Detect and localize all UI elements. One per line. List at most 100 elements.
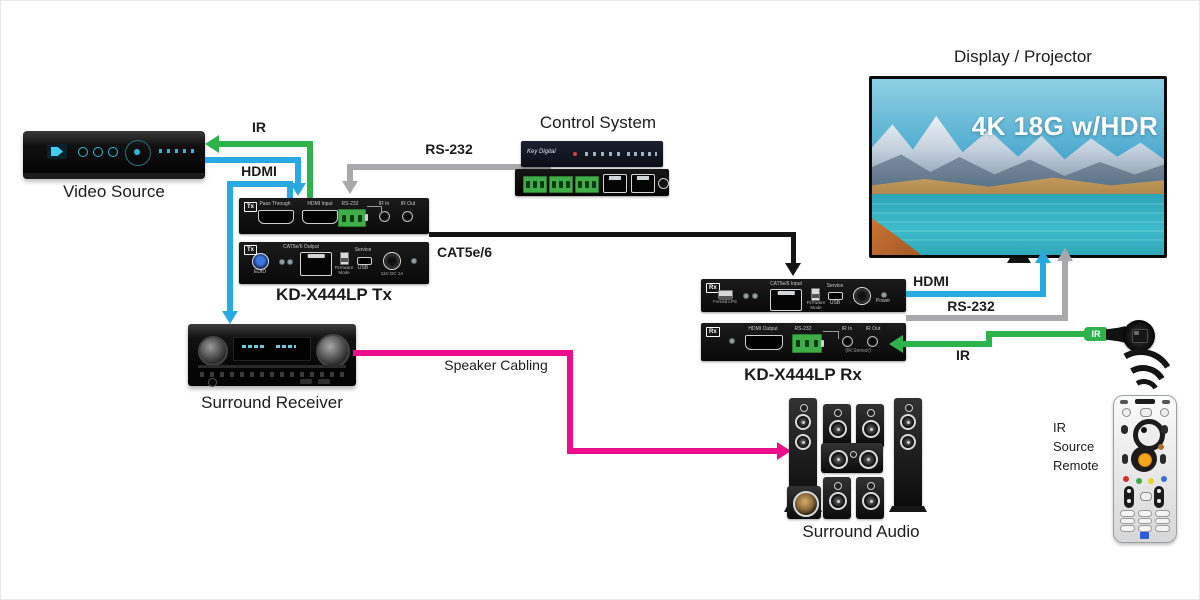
speaker-cable bbox=[353, 350, 573, 356]
ir-remote-device bbox=[1113, 395, 1177, 543]
ir-rx-label: IR bbox=[956, 347, 970, 363]
rx-top-panel: Rx Forced LPS CAT5e/6 Input Firmware Mod… bbox=[701, 279, 906, 312]
video-source-device bbox=[23, 131, 205, 179]
hdmi-passthrough-cable bbox=[287, 187, 293, 198]
display-screen: 4K 18G w/HDR bbox=[872, 79, 1164, 255]
rx-hdmi-output-label: HDMI Output bbox=[748, 326, 778, 332]
tx-edid-dial bbox=[252, 253, 269, 270]
remote-channel-rocker bbox=[1154, 486, 1164, 508]
tx-cat-output-port bbox=[300, 252, 332, 276]
ir-cable-arrow bbox=[205, 135, 219, 153]
tx-ir-out-jack bbox=[402, 211, 413, 222]
rx-bottom-panel: Rx HDMI Output RS-232 IR In IR Out (IR S… bbox=[701, 323, 906, 361]
video-source-logo bbox=[47, 144, 67, 159]
tx-service-label: Service bbox=[354, 247, 372, 253]
control-system-front: Key Digital bbox=[521, 141, 663, 167]
rx-cat-input-port bbox=[770, 289, 802, 311]
rx-firmware-switch bbox=[811, 288, 820, 301]
tx-top-panel: Tx Pass Through HDMI Input RS-232 IR In … bbox=[239, 198, 429, 234]
hdmi-display-label: HDMI bbox=[913, 273, 949, 289]
display-stand bbox=[1007, 257, 1031, 263]
rx-ir-in-jack bbox=[842, 336, 853, 347]
cat-cable-label: CAT5e/6 bbox=[437, 244, 492, 260]
rs232-cable-label: RS-232 bbox=[425, 141, 473, 157]
control-system-title: Control System bbox=[539, 113, 657, 132]
rx-usb-port bbox=[828, 292, 843, 300]
ir-emitter-eye bbox=[1123, 320, 1155, 352]
rx-ir-out-jack bbox=[867, 336, 878, 347]
rx-lps-switch bbox=[718, 290, 733, 300]
rx-usb-label: USB bbox=[829, 300, 841, 306]
hdmi-cable-label: HDMI bbox=[241, 163, 277, 179]
rs232-cable-control bbox=[347, 164, 551, 170]
rx-power-label: Power bbox=[875, 298, 891, 304]
display-overlay-text: 4K 18G w/HDR bbox=[971, 111, 1159, 141]
hdmi-cable-display bbox=[906, 291, 1046, 297]
speaker-bookshelf-top-left bbox=[823, 404, 851, 448]
surround-audio-label: Surround Audio bbox=[802, 522, 920, 541]
tx-power-jack bbox=[383, 252, 401, 270]
speaker-bookshelf-bottom-right bbox=[856, 477, 884, 519]
tx-edid-label: EDID bbox=[254, 269, 266, 275]
tx-ir-out-label: IR Out bbox=[400, 201, 416, 207]
rx-rs232-terminal bbox=[792, 334, 822, 353]
display-title: Display / Projector bbox=[954, 47, 1092, 66]
rx-power-jack bbox=[853, 287, 871, 305]
ir-cable-rx bbox=[986, 331, 1091, 337]
ir-emitter-tag: IR bbox=[1084, 327, 1108, 341]
ir-cable-label: IR bbox=[252, 119, 266, 135]
rx-cat-input-label: CAT5e/6 Input bbox=[770, 281, 802, 287]
receiver-knob-right bbox=[316, 334, 350, 368]
tx-firmware-label: Firmware Mode bbox=[334, 265, 354, 276]
lake bbox=[872, 194, 1164, 255]
tx-bottom-panel: Tx EDID CAT5e/6 Output Firmware Mode Ser… bbox=[239, 242, 429, 284]
rx-ir-in-label: IR In bbox=[841, 326, 853, 332]
tx-ir-in-jack bbox=[379, 211, 390, 222]
hdmi-cable-source bbox=[205, 157, 301, 163]
rs232-cable-display bbox=[906, 315, 1068, 321]
speaker-center bbox=[821, 443, 883, 473]
rx-rs232-label: RS-232 bbox=[794, 326, 812, 332]
rs232-display-label: RS-232 bbox=[947, 298, 995, 314]
tx-hdmi-input-port bbox=[302, 210, 338, 224]
tx-ir-in-label: IR In bbox=[378, 201, 390, 207]
speaker-tower-right bbox=[894, 398, 922, 508]
rx-ir-sensor-label: (IR Sensor) bbox=[845, 348, 871, 354]
rx-label: KD-X444LP Rx bbox=[744, 365, 862, 384]
subwoofer bbox=[787, 486, 821, 519]
tx-usb-port bbox=[357, 257, 372, 265]
tx-hdmi-input-label: HDMI Input bbox=[307, 201, 333, 207]
ir-remote-label: IR Source Remote bbox=[1053, 420, 1099, 473]
remote-volume-rocker bbox=[1124, 486, 1134, 508]
rx-ir-out-label: IR Out bbox=[865, 326, 881, 332]
speaker-cable-label: Speaker Cabling bbox=[444, 357, 548, 373]
ir-cable bbox=[217, 141, 313, 147]
ir-emitter-plug bbox=[1106, 326, 1126, 343]
cat-cable bbox=[429, 232, 796, 237]
tx-rs232-label: RS-232 bbox=[341, 201, 359, 207]
tx-power-rating: 12V DC 1A bbox=[380, 271, 404, 276]
tx-pass-through-port bbox=[258, 210, 294, 224]
rx-hdmi-output-port bbox=[745, 335, 783, 350]
rx-lps-label: Forced LPS bbox=[713, 299, 737, 304]
receiver-display bbox=[233, 337, 311, 361]
tx-pass-through-label: Pass Through bbox=[259, 201, 291, 207]
rx-badge: Rx bbox=[706, 283, 720, 293]
remote-brand-logo bbox=[1140, 532, 1149, 539]
display-device: 4K 18G w/HDR bbox=[869, 76, 1167, 258]
tx-label: KD-X444LP Tx bbox=[276, 285, 392, 304]
tx-usb-label: USB bbox=[357, 265, 369, 271]
surround-receiver-device bbox=[188, 324, 356, 387]
rx-service-label: Service bbox=[826, 283, 844, 289]
speaker-bookshelf-bottom-left bbox=[823, 477, 851, 519]
tx-badge: Tx bbox=[244, 202, 258, 212]
tx-firmware-switch bbox=[340, 252, 349, 265]
control-system-brand: Key Digital bbox=[527, 149, 556, 155]
speaker-bookshelf-top-right bbox=[856, 404, 884, 448]
control-system-rear bbox=[515, 169, 669, 196]
receiver-knob-left bbox=[198, 336, 228, 366]
surround-receiver-label: Surround Receiver bbox=[201, 393, 343, 412]
tx-rs232-terminal bbox=[338, 209, 366, 227]
video-source-label: Video Source bbox=[63, 182, 165, 201]
